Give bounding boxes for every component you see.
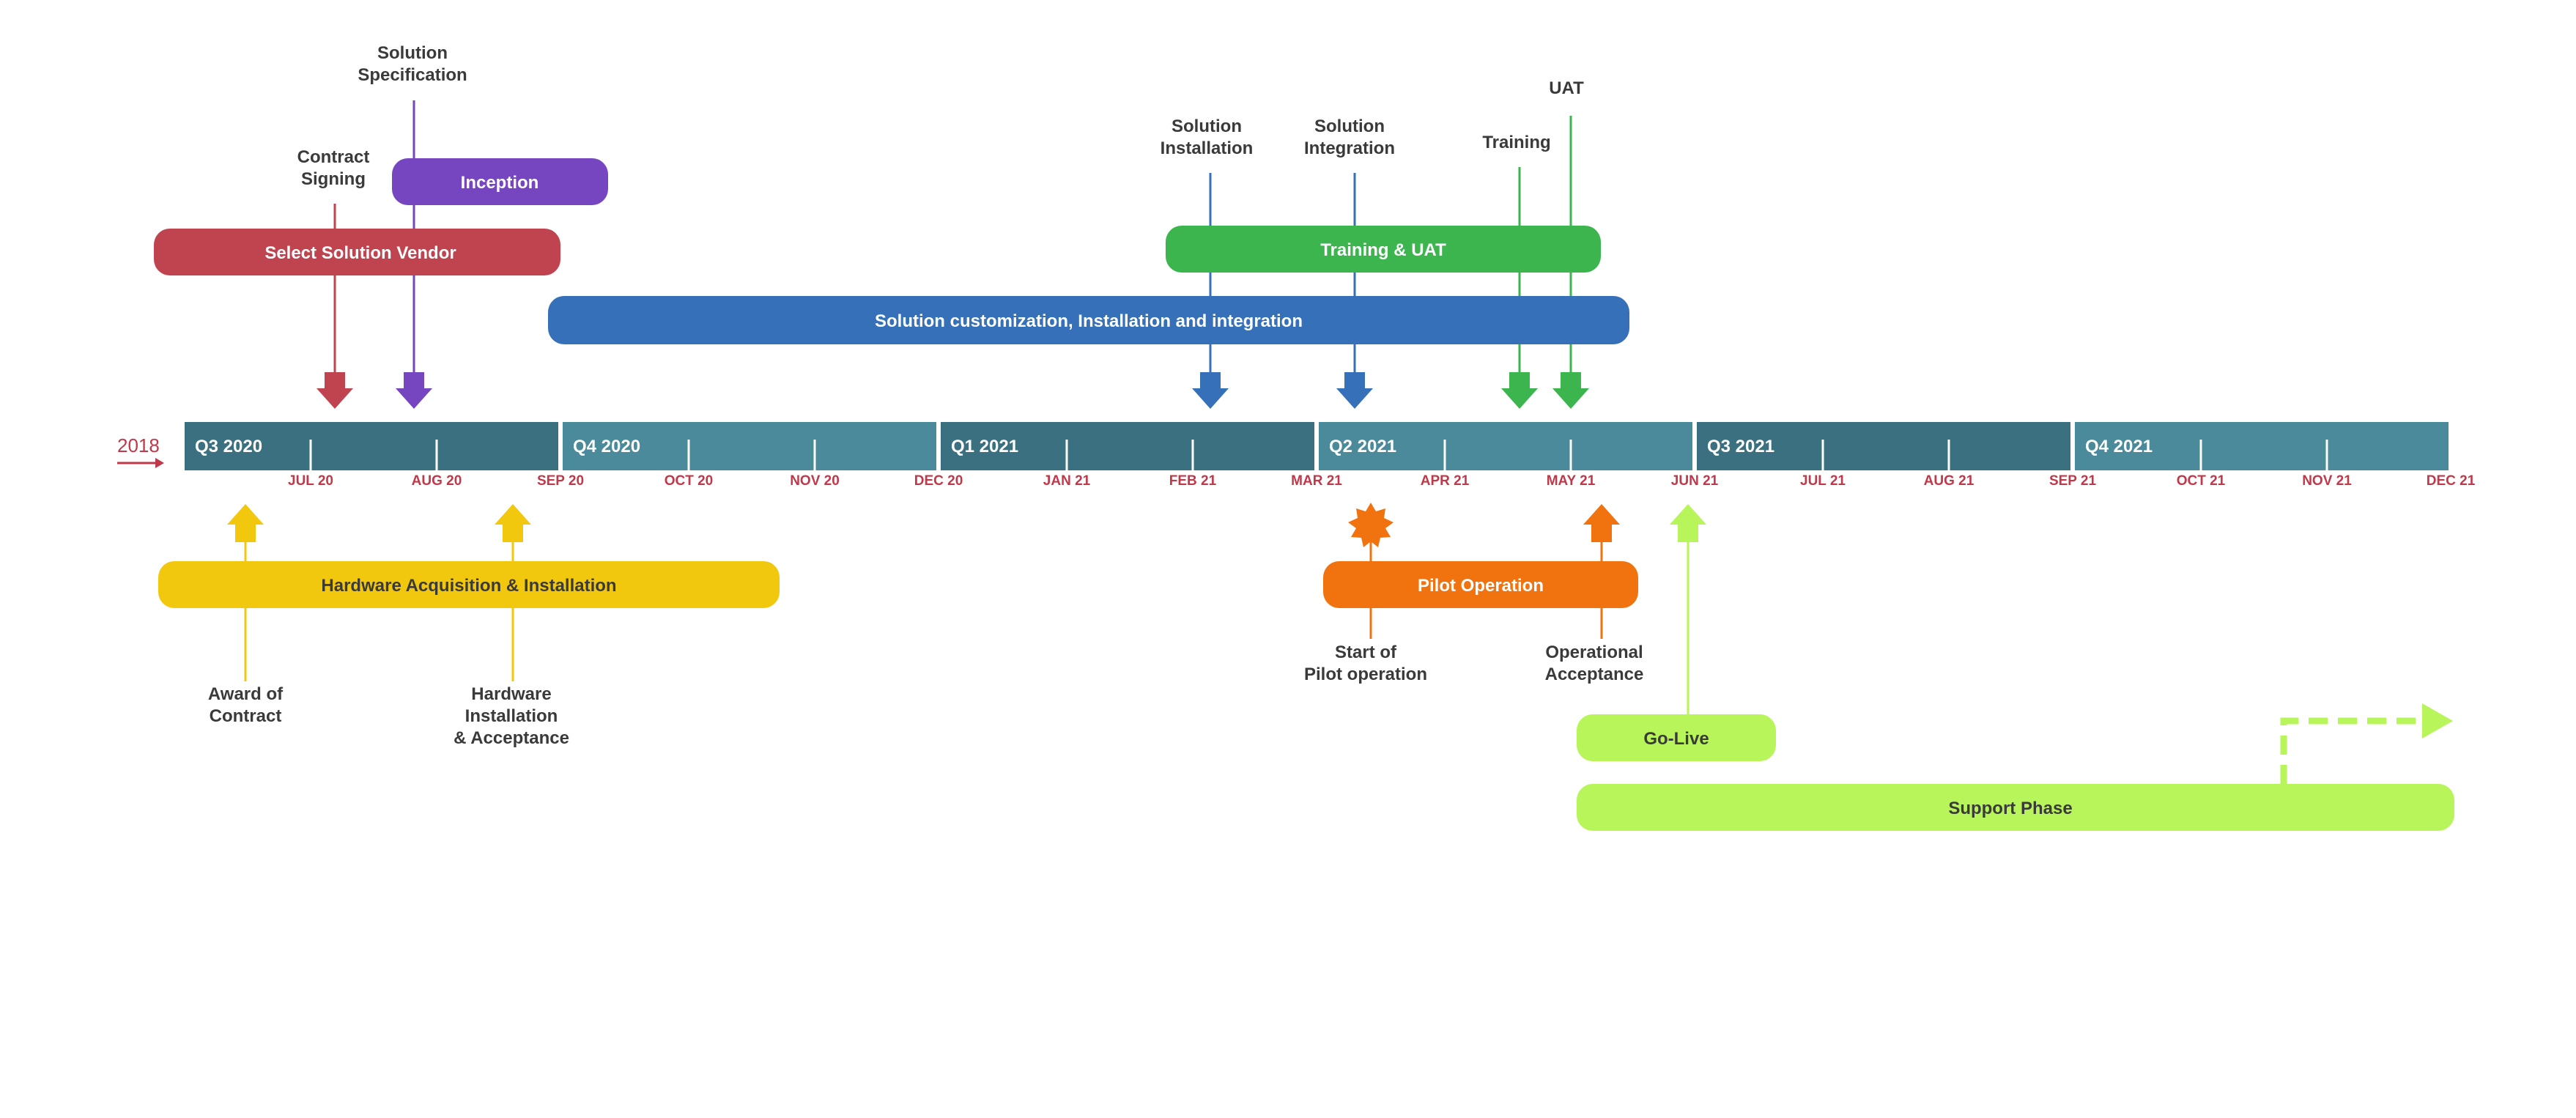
operational-acceptance-arrow-icon: [1583, 504, 1620, 542]
start-year-label: 2018: [117, 434, 160, 456]
quarter-label: Q1 2021: [951, 437, 1018, 456]
caption-uat: UAT: [1549, 78, 1584, 98]
quarter-label: Q3 2020: [195, 437, 262, 456]
svg-text:Select Solution Vendor: Select Solution Vendor: [264, 243, 456, 263]
solution-installation-arrow-icon: [1192, 372, 1229, 409]
timeline-quarters: Q3 2020 Q4 2020 Q1 2021 Q2 2021 Q3 2021 Q4 20…: [185, 422, 2449, 470]
quarter-label: Q4 2020: [573, 437, 640, 456]
svg-text:Support Phase: Support Phase: [1948, 799, 2072, 818]
bar-select-solution-vendor: Select Solution Vendor: [154, 229, 560, 275]
quarter-segment: Q4 2020: [563, 422, 936, 470]
svg-text:Inception: Inception: [461, 173, 539, 193]
bar-support-phase: Support Phase: [1577, 784, 2454, 831]
month-label: DEC 20: [914, 473, 963, 489]
quarter-segment: Q3 2020: [185, 422, 558, 470]
month-label: JAN 21: [1043, 473, 1091, 489]
svg-text:Solution customization, Instal: Solution customization, Installation and…: [875, 311, 1303, 331]
hw-installation-arrow-icon: [495, 504, 531, 542]
quarter-label: Q4 2021: [2085, 437, 2153, 456]
month-label: SEP 21: [2049, 473, 2097, 489]
month-label: DEC 21: [2427, 473, 2476, 489]
month-label: AUG 21: [1924, 473, 1974, 489]
award-contract-arrow-icon: [227, 504, 264, 542]
month-label: JUL 20: [288, 473, 333, 489]
solution-spec-arrow-icon: [396, 372, 432, 409]
bar-pilot-operation: Pilot Operation: [1323, 561, 1638, 608]
quarter-segment: Q1 2021: [941, 422, 1314, 470]
support-continuation-arrowhead-icon: [2422, 703, 2453, 738]
month-label: APR 21: [1421, 473, 1470, 489]
svg-text:Training & UAT: Training & UAT: [1320, 240, 1446, 260]
month-label: OCT 21: [2177, 473, 2226, 489]
svg-text:Hardware Acquisition & Install: Hardware Acquisition & Installation: [321, 576, 616, 596]
support-continuation-dashed-arrow: [2280, 717, 2432, 784]
svg-text:Go-Live: Go-Live: [1643, 729, 1709, 749]
quarter-label: Q3 2021: [1707, 437, 1774, 456]
start-arrow-icon: [117, 458, 164, 468]
caption-training: Training: [1482, 133, 1550, 152]
month-label: NOV 20: [790, 473, 840, 489]
timeline-month-labels: JUL 20 AUG 20 SEP 20 OCT 20 NOV 20 DEC 20 JAN …: [288, 473, 2476, 489]
quarter-label: Q2 2021: [1329, 437, 1396, 456]
month-label: NOV 21: [2302, 473, 2352, 489]
quarter-segment: Q2 2021: [1319, 422, 1692, 470]
month-label: AUG 20: [412, 473, 462, 489]
bar-solution-customization: Solution customization, Installation and…: [548, 296, 1629, 344]
month-label: FEB 21: [1169, 473, 1217, 489]
quarter-segment: Q4 2021: [2075, 422, 2449, 470]
month-label: JUN 21: [1671, 473, 1719, 489]
bar-training-uat: Training & UAT: [1166, 226, 1601, 273]
month-label: OCT 20: [665, 473, 714, 489]
bar-hardware-acquisition: Hardware Acquisition & Installation: [158, 561, 780, 608]
bar-inception: Inception: [392, 158, 608, 205]
svg-text:Pilot Operation: Pilot Operation: [1418, 576, 1544, 596]
golive-arrow-icon: [1670, 504, 1706, 542]
quarter-segment: Q3 2021: [1697, 422, 2070, 470]
bar-go-live: Go-Live: [1577, 714, 1776, 761]
contract-signing-arrow-icon: [317, 372, 353, 409]
training-arrow-icon: [1501, 372, 1538, 409]
month-label: SEP 20: [537, 473, 584, 489]
uat-arrow-icon: [1552, 372, 1589, 409]
solution-integration-arrow-icon: [1336, 372, 1373, 409]
start-pilot-star-icon: [1348, 503, 1394, 547]
month-label: MAY 21: [1547, 473, 1596, 489]
month-label: JUL 21: [1800, 473, 1846, 489]
month-label: MAR 21: [1291, 473, 1342, 489]
